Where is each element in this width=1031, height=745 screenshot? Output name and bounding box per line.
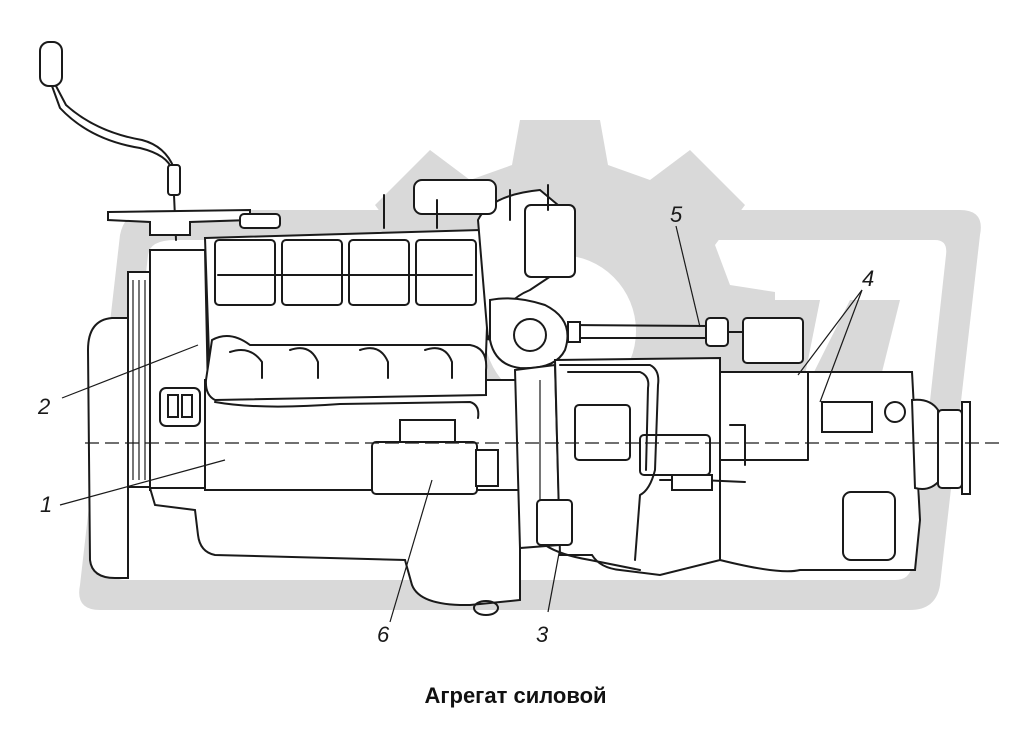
pipes [536,364,746,571]
exhaust-manifold [204,335,488,419]
diagram-caption: Агрегат силовой [424,683,607,708]
leader-lines [59,225,863,623]
output-flange [910,398,971,495]
callout-4: 4 [862,266,874,291]
starter [371,419,499,495]
leader-6 [389,479,433,623]
gear-lever [39,41,251,241]
callout-5: 5 [670,202,683,227]
fan-shroud [86,249,212,579]
leader-4a [797,289,863,376]
leader-2 [61,344,199,399]
leader-4b [819,289,863,403]
gearbox [553,356,922,577]
callout-2: 2 [37,394,50,419]
control-rod [567,317,804,364]
leader-5 [675,225,701,328]
leader-3 [547,547,561,613]
leader-1 [59,459,226,506]
engine-block [148,379,521,616]
callout-3: 3 [536,622,549,647]
callout-1: 1 [40,492,52,517]
callout-6: 6 [377,622,390,647]
callout-labels: 1 2 3 4 5 6 [37,202,874,647]
engine-drawing [39,41,1000,616]
